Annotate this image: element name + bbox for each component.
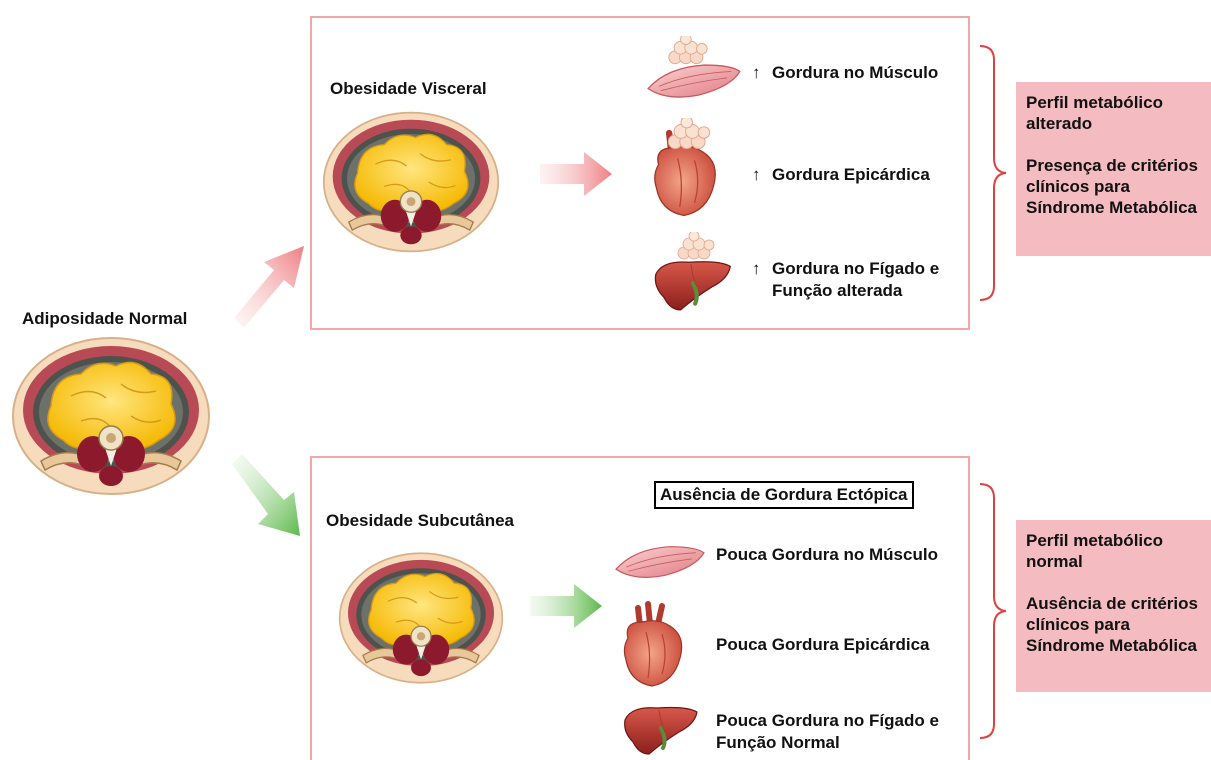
muscle-with-fat-icon <box>646 36 742 102</box>
subcutanea-abdomen-icon <box>338 548 504 688</box>
subcutanea-item-liver: Pouca Gordura no Fígado e Função Normal <box>716 710 939 754</box>
visceral-item-heart: ↑Gordura Epicárdica <box>752 164 930 186</box>
muscle-icon <box>614 540 706 582</box>
visceral-abdomen-icon <box>322 110 500 254</box>
brace-icon <box>978 482 1008 740</box>
visceral-title: Obesidade Visceral <box>330 78 487 100</box>
subcutanea-summary-line1: Perfil metabólico normal <box>1026 530 1166 572</box>
visceral-summary-box: Perfil metabólico alterado Presença de c… <box>1016 82 1211 256</box>
subcutanea-summary-box: Perfil metabólico normal Ausência de cri… <box>1016 520 1211 692</box>
visceral-summary-line2: Presença de critérios clínicos para Sínd… <box>1026 155 1211 218</box>
normal-label: Adiposidade Normal <box>22 308 187 330</box>
ectopic-fat-label: Ausência de Gordura Ectópica <box>654 481 914 509</box>
visceral-item-muscle: ↑Gordura no Músculo <box>752 62 938 84</box>
green-diagonal-arrow-icon <box>228 450 308 542</box>
subcutanea-title: Obesidade Subcutânea <box>326 510 514 532</box>
subcutanea-item-muscle: Pouca Gordura no Músculo <box>716 544 938 566</box>
green-right-arrow-icon <box>530 584 602 628</box>
pink-diagonal-arrow-icon <box>228 240 308 330</box>
up-arrow-icon: ↑ <box>752 164 766 186</box>
normal-abdomen-icon <box>10 336 212 496</box>
up-arrow-icon: ↑ <box>752 62 766 84</box>
visceral-summary-line1: Perfil metabólico alterado <box>1026 92 1186 134</box>
heart-with-fat-icon <box>648 118 722 218</box>
up-arrow-icon: ↑ <box>752 258 766 280</box>
liver-icon <box>620 702 702 758</box>
subcutanea-item-heart: Pouca Gordura Epicárdica <box>716 634 930 656</box>
pink-right-arrow-icon <box>540 152 612 196</box>
brace-icon <box>978 44 1008 302</box>
visceral-item-liver: ↑Gordura no Fígado e Função alterada <box>752 258 939 302</box>
liver-with-fat-icon <box>648 232 740 314</box>
subcutanea-summary-line2: Ausência de critérios clínicos para Sínd… <box>1026 593 1211 656</box>
heart-icon <box>618 598 688 688</box>
